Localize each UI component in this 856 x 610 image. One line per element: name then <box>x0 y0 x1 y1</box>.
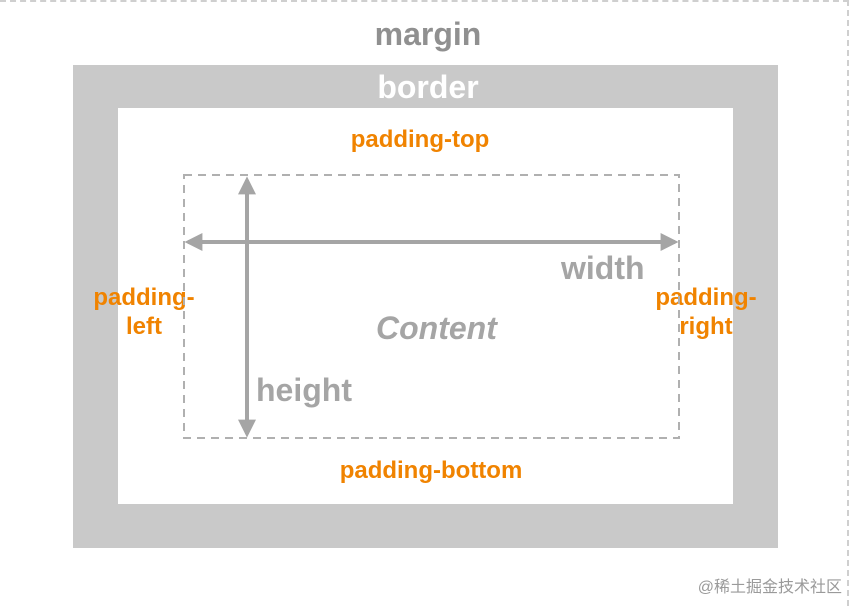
padding-bottom-label: padding-bottom <box>339 457 523 484</box>
watermark-text: @稀土掘金技术社区 <box>697 579 842 596</box>
padding-top-label: padding-top <box>350 126 490 153</box>
height-label: height <box>256 372 352 408</box>
padding-right-label: padding-right <box>655 284 757 340</box>
border-label: border <box>377 69 479 105</box>
margin-label: margin <box>374 16 482 52</box>
width-label: width <box>561 250 645 286</box>
content-label: Content <box>376 310 497 346</box>
padding-left-label: padding-left <box>93 284 195 340</box>
